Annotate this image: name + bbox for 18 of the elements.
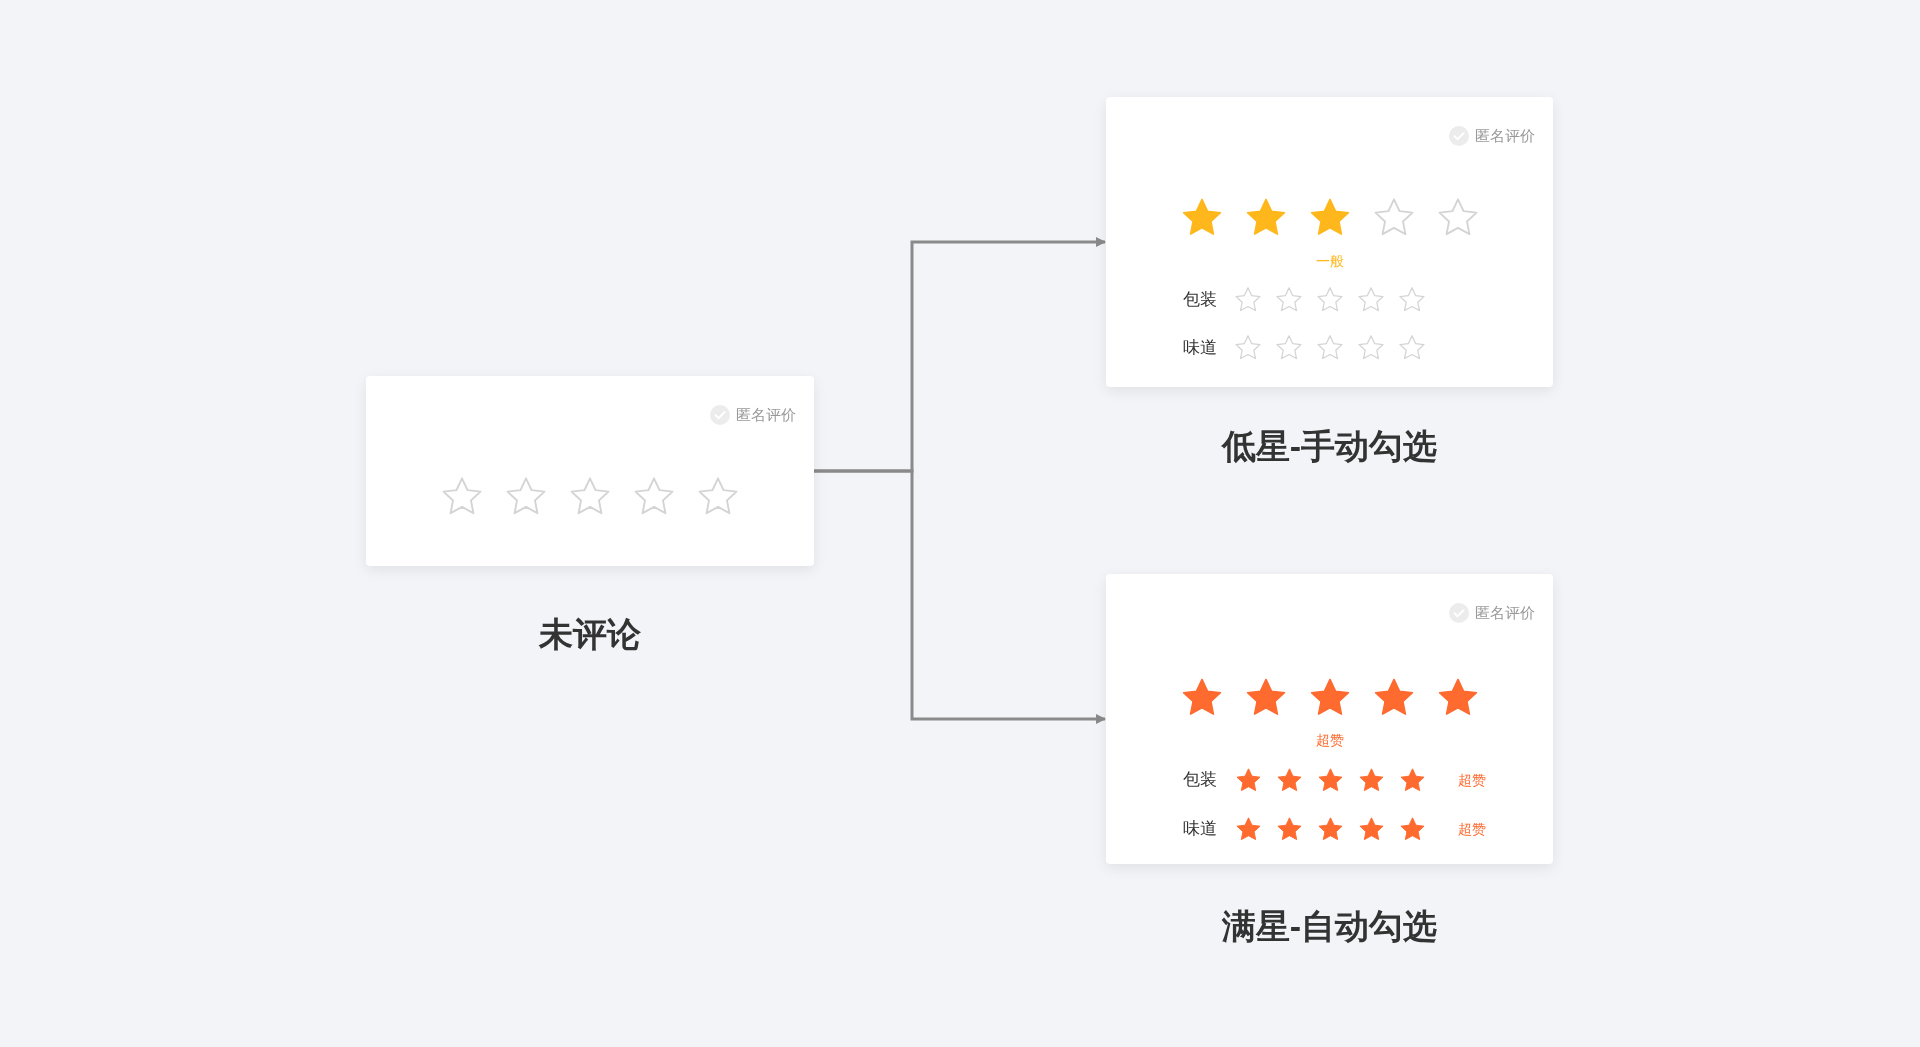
- state-caption: 低星-手动勾选: [1221, 425, 1438, 467]
- rating-text: 一般: [1315, 251, 1344, 271]
- rating-text: 超赞: [1458, 770, 1486, 790]
- anonymous-review-label: 匿名评价: [736, 405, 796, 425]
- rating-text: 超赞: [1458, 819, 1486, 839]
- review-card: [366, 376, 814, 566]
- criterion-label: 味道: [1183, 818, 1217, 841]
- criterion-label: 包装: [1183, 289, 1217, 312]
- rating-text: 超赞: [1315, 730, 1344, 750]
- connector-arrow: [814, 469, 1106, 724]
- state-caption: 满星-自动勾选: [1221, 905, 1438, 947]
- anonymous-review-label: 匿名评价: [1475, 603, 1535, 623]
- criterion-label: 包装: [1183, 769, 1217, 792]
- review-card: [1106, 574, 1553, 864]
- anonymous-review-label: 匿名评价: [1475, 126, 1535, 146]
- criterion-label: 味道: [1183, 337, 1217, 360]
- state-caption: 未评论: [539, 613, 641, 655]
- review-card: [1106, 97, 1553, 387]
